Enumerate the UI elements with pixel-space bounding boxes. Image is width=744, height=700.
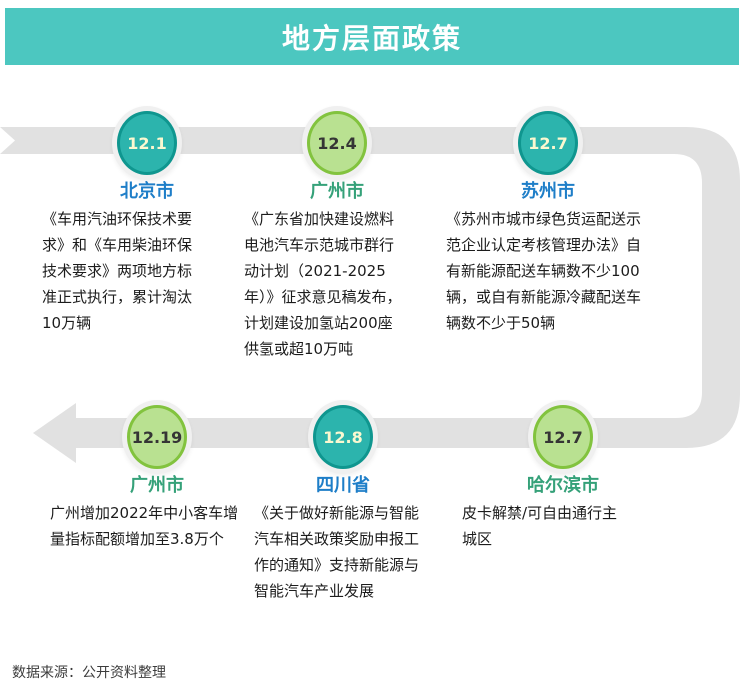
date-label: 12.8 — [323, 427, 363, 447]
date-badge: 12.7 — [533, 405, 593, 469]
date-badge: 12.7 — [518, 111, 578, 175]
date-label: 12.7 — [528, 133, 568, 153]
city-label: 北京市 — [120, 181, 174, 202]
header-banner: 地方层面政策 — [5, 8, 739, 65]
timeline-snake-arrow-icon — [0, 127, 740, 463]
date-badge: 12.19 — [127, 405, 187, 469]
city-label: 广州市 — [130, 475, 184, 496]
city-label: 苏州市 — [521, 181, 575, 202]
date-label: 12.4 — [317, 133, 357, 153]
city-label: 四川省 — [316, 475, 370, 496]
policy-description: 《苏州市城市绿色货运配送示 范企业认定考核管理办法》自 有新能源配送车辆数不少1… — [446, 210, 642, 332]
page-title: 地方层面政策 — [281, 21, 462, 55]
policy-description: 《车用汽油环保技术要 求》和《车用柴油环保 技术要求》两项地方标 准正式执行，累… — [42, 210, 193, 332]
data-source-note: 数据来源：公开资料整理 — [12, 665, 166, 681]
policy-description: 《广东省加快建设燃料 电池汽车示范城市群行 动计划（2021-2025 年）》征… — [244, 210, 402, 358]
policy-description: 《关于做好新能源与智能 汽车相关政策奖励申报工 作的通知》支持新能源与 智能汽车… — [254, 504, 420, 600]
date-label: 12.19 — [131, 427, 183, 447]
city-label: 广州市 — [310, 181, 364, 202]
date-badge: 12.8 — [313, 405, 373, 469]
policy-description: 广州增加2022年中小客车增 量指标配额增加至3.8万个 — [50, 504, 239, 548]
date-badge: 12.1 — [117, 111, 177, 175]
city-label: 哈尔滨市 — [527, 475, 599, 496]
date-label: 12.1 — [127, 133, 167, 153]
date-label: 12.7 — [543, 427, 583, 447]
date-badge: 12.4 — [307, 111, 367, 175]
policy-description: 皮卡解禁/可自由通行主 城区 — [462, 504, 618, 548]
